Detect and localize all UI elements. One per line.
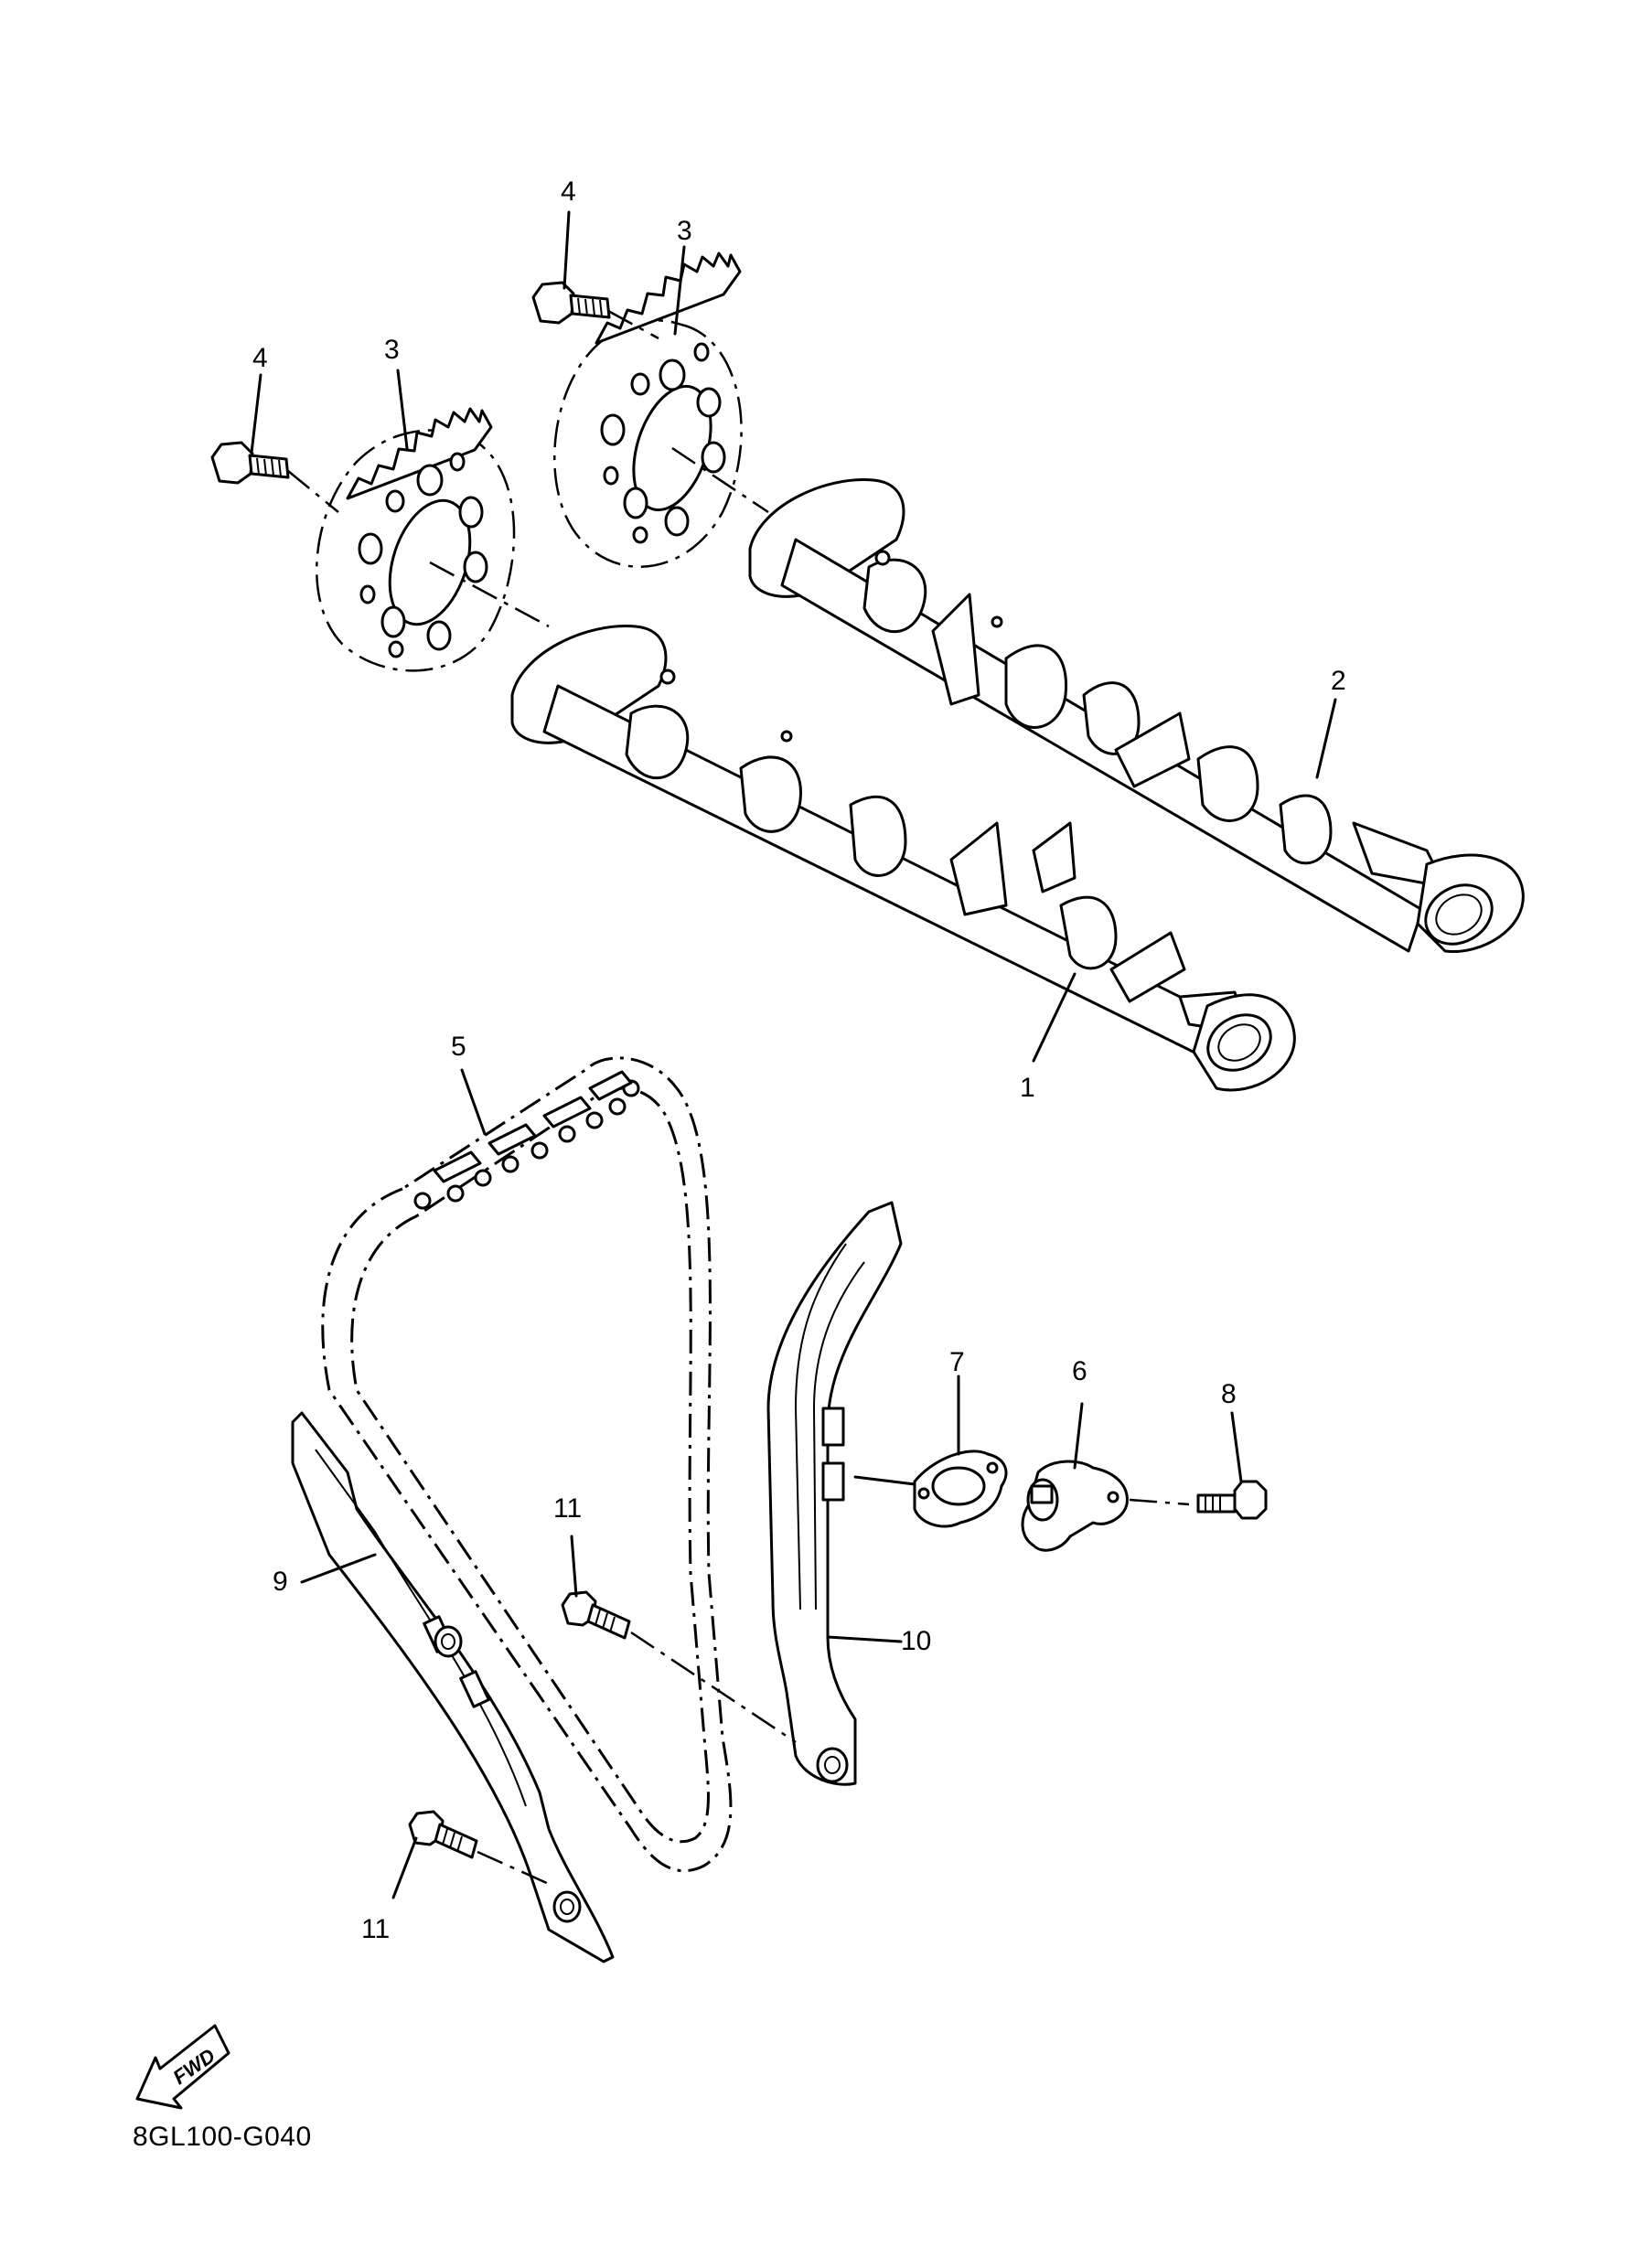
callout-11-lower: 11 — [361, 1914, 391, 1944]
chain-tensioner-assembly — [1021, 1460, 1129, 1552]
callout-7: 7 — [949, 1347, 965, 1377]
tensioner-bolt — [1196, 1480, 1268, 1520]
callout-3-upper: 3 — [677, 216, 692, 246]
callout-4-lower: 4 — [252, 343, 268, 373]
timing-chain — [321, 1056, 733, 1873]
upper-guide-bolt — [561, 1590, 631, 1640]
lower-guide-bolt — [408, 1810, 478, 1859]
chain-guide — [291, 1411, 615, 1963]
upper-sprocket-bolt — [531, 281, 611, 325]
forward-direction-arrow: FWD — [135, 2024, 230, 2110]
tensioner-gasket — [913, 1450, 1008, 1528]
lower-sprocket-bolt — [210, 441, 290, 485]
callout-5: 5 — [451, 1032, 466, 1062]
callout-10: 10 — [901, 1626, 932, 1656]
lower-cam-sprocket — [316, 407, 516, 672]
callout-8: 8 — [1221, 1379, 1237, 1409]
leader-lines — [250, 210, 1337, 1899]
callout-6: 6 — [1072, 1356, 1087, 1386]
callout-1: 1 — [1020, 1073, 1035, 1103]
callout-9: 9 — [273, 1567, 288, 1597]
exhaust-camshaft — [748, 478, 1525, 954]
callout-2: 2 — [1331, 666, 1346, 696]
diagram-code: 8GL100-G040 — [133, 2122, 312, 2152]
callout-4-upper: 4 — [561, 177, 576, 207]
chain-tensioner-guide — [766, 1201, 903, 1786]
callout-11-upper: 11 — [553, 1493, 583, 1524]
upper-cam-sprocket — [553, 251, 743, 569]
intake-camshaft — [510, 625, 1296, 1092]
callout-3-lower: 3 — [384, 335, 400, 365]
